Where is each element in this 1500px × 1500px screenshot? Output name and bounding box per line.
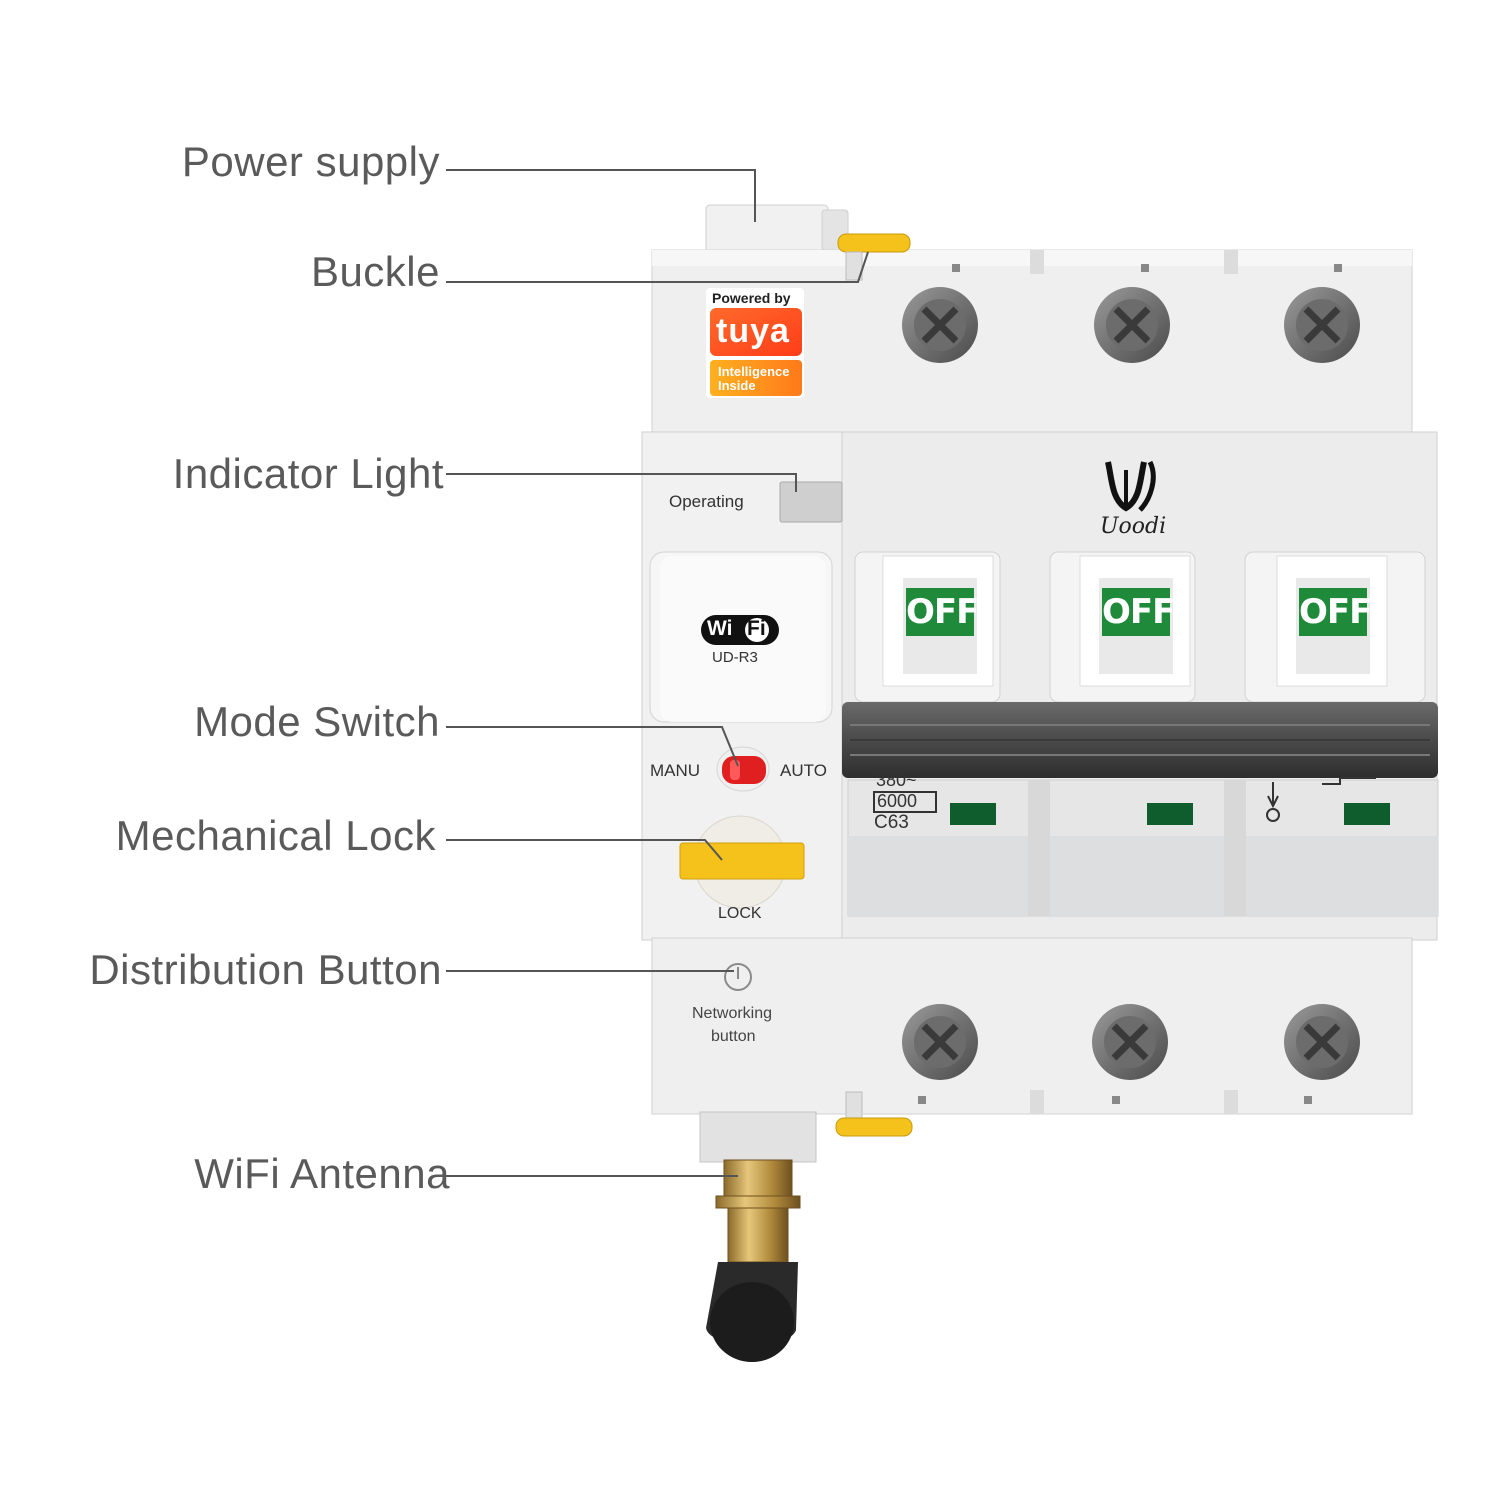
- pole-3-state: OFF: [1299, 588, 1372, 636]
- callout-wifi-antenna: WiFi Antenna: [194, 1150, 450, 1197]
- badge-tagline-1: Intelligence: [718, 364, 790, 379]
- pole-windows: [847, 777, 1439, 917]
- lock-label: LOCK: [718, 905, 762, 922]
- networking-button[interactable]: [724, 963, 752, 991]
- wifi-logo-left: Wi: [707, 617, 733, 640]
- leader-indicator-light: [446, 473, 797, 492]
- badge-powered-by: Powered by: [712, 290, 791, 306]
- networking-label-1: Networking: [692, 1005, 773, 1022]
- callout-indicator-light: Indicator Light: [172, 450, 444, 497]
- tuya-badge: [706, 288, 804, 398]
- networking-label-2: button: [711, 1028, 756, 1045]
- badge-tagline-2: Inside: [718, 378, 756, 393]
- leader-lines: [446, 169, 869, 1177]
- screw-bottom-1: [902, 1004, 978, 1080]
- leader-mechanical-lock: [446, 839, 723, 861]
- leader-buckle: [446, 251, 869, 283]
- screw-bottom-2: [1092, 1004, 1168, 1080]
- callout-buckle: Buckle: [310, 248, 440, 295]
- trip-indicator-2: [1147, 803, 1193, 825]
- screw-top-3: [1284, 287, 1360, 363]
- mode-auto-label: AUTO: [780, 761, 827, 780]
- leader-mode-switch: [446, 726, 739, 767]
- mode-switch[interactable]: [716, 746, 770, 792]
- power-supply-connector: [705, 204, 849, 254]
- operating-label: Operating: [669, 492, 744, 511]
- rating-breaking-capacity: 6000: [877, 791, 918, 811]
- mode-manual-label: MANU: [650, 761, 701, 780]
- buckle-top: [837, 233, 911, 281]
- handle-bar: [842, 702, 1438, 778]
- leader-power-supply: [446, 169, 756, 222]
- screw-top-2: [1094, 287, 1170, 363]
- screw-bottom-3: [1284, 1004, 1360, 1080]
- rating-voltage: 380~: [876, 770, 917, 790]
- indicator-light: [779, 481, 843, 523]
- callout-power-supply: Power supply: [181, 138, 440, 185]
- pole-2-state: OFF: [1102, 588, 1175, 636]
- callout-distribution-button: Distribution Button: [89, 946, 442, 993]
- top-terminal-screws: [902, 287, 1360, 363]
- mechanical-lock[interactable]: [679, 815, 805, 909]
- pole-1-state: OFF: [906, 588, 979, 636]
- trip-indicator-3: [1344, 803, 1390, 825]
- wifi-antenna: [699, 1111, 817, 1362]
- model-label: UD-R3: [712, 649, 758, 666]
- wifi-logo: [701, 615, 779, 645]
- wifi-logo-right: Fi: [747, 617, 766, 640]
- buckle-bottom: [835, 1091, 913, 1137]
- badge-brand: tuya: [716, 312, 790, 350]
- trip-indicator-1: [950, 803, 996, 825]
- screw-top-1: [902, 287, 978, 363]
- brand-logo-text: Uoodi: [1100, 514, 1167, 539]
- rating-curve-current: C63: [874, 812, 909, 833]
- lower-housing: [651, 937, 1413, 1115]
- callout-mechanical-lock: Mechanical Lock: [115, 812, 436, 859]
- callout-mode-switch: Mode Switch: [194, 698, 440, 745]
- bottom-terminal-screws: [902, 1004, 1360, 1080]
- brand-logo-mark: [1105, 460, 1156, 512]
